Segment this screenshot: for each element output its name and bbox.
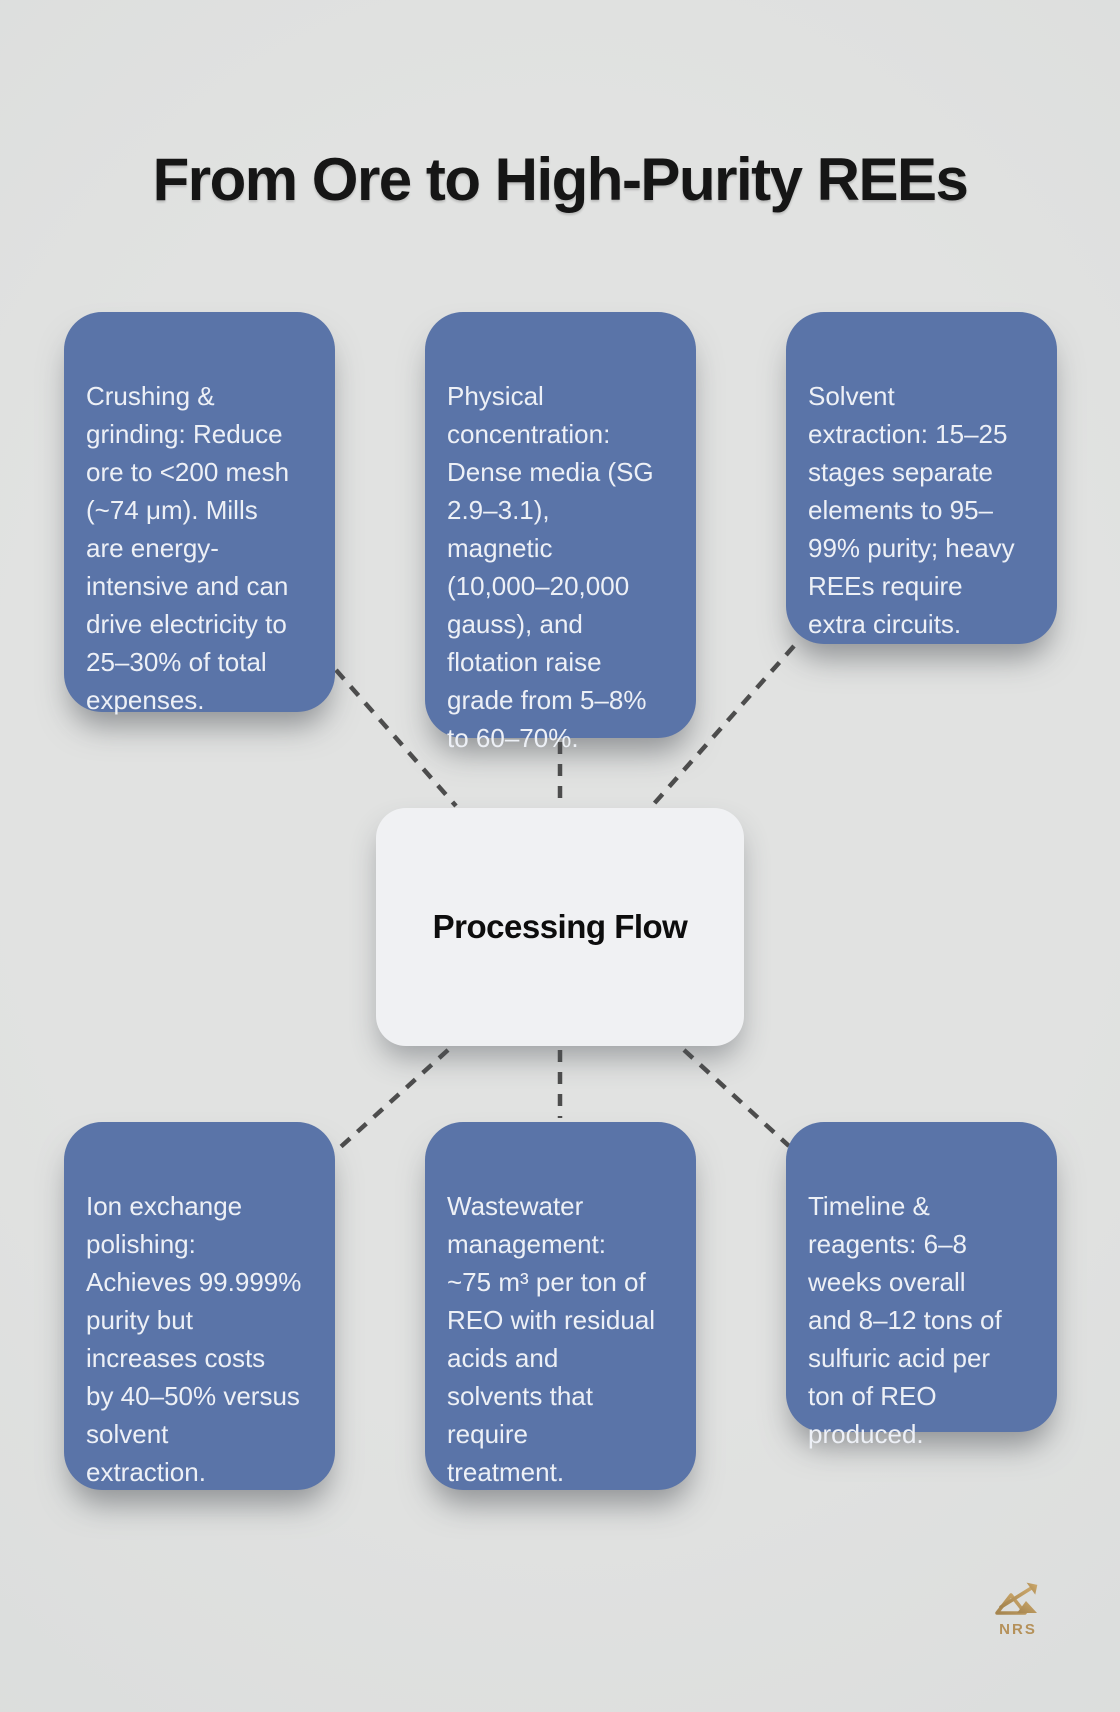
- nrs-logo: NRS: [988, 1580, 1048, 1638]
- node-text: Physical concentration: Dense media (SG …: [447, 381, 654, 753]
- connector-solvent-to-center: [650, 644, 796, 808]
- node-card-crushing-grinding: Crushing & grinding: Reduce ore to <200 …: [64, 312, 335, 715]
- node-text: Wastewater management: ~75 m³ per ton of…: [447, 1191, 656, 1487]
- node-text: Ion exchange polishing: Achieves 99.999%…: [86, 1191, 302, 1487]
- node-text: Timeline & reagents: 6–8 weeks overall a…: [808, 1191, 1002, 1449]
- page-title: From Ore to High-Purity REEs: [152, 146, 969, 214]
- node-card-wastewater-management: Wastewater management: ~75 m³ per ton of…: [425, 1122, 696, 1490]
- node-text: Solvent extraction: 15–25 stages separat…: [808, 381, 1015, 639]
- connector-center-to-ionexchange: [333, 1048, 450, 1154]
- connector-crushing-to-center: [334, 668, 458, 808]
- node-card-ion-exchange-polishing: Ion exchange polishing: Achieves 99.999%…: [64, 1122, 335, 1490]
- node-card-solvent-extraction: Solvent extraction: 15–25 stages separat…: [786, 312, 1057, 644]
- center-node-processing-flow: Processing Flow: [376, 808, 744, 1046]
- center-node-label: Processing Flow: [432, 908, 688, 945]
- node-card-physical-concentration: Physical concentration: Dense media (SG …: [425, 312, 696, 753]
- nrs-logo-text: NRS: [999, 1621, 1037, 1638]
- mountain-arrow-icon: [995, 1582, 1038, 1615]
- node-card-timeline-reagents: Timeline & reagents: 6–8 weeks overall a…: [786, 1122, 1057, 1449]
- node-text: Crushing & grinding: Reduce ore to <200 …: [86, 381, 290, 715]
- connector-center-to-timeline: [682, 1048, 791, 1148]
